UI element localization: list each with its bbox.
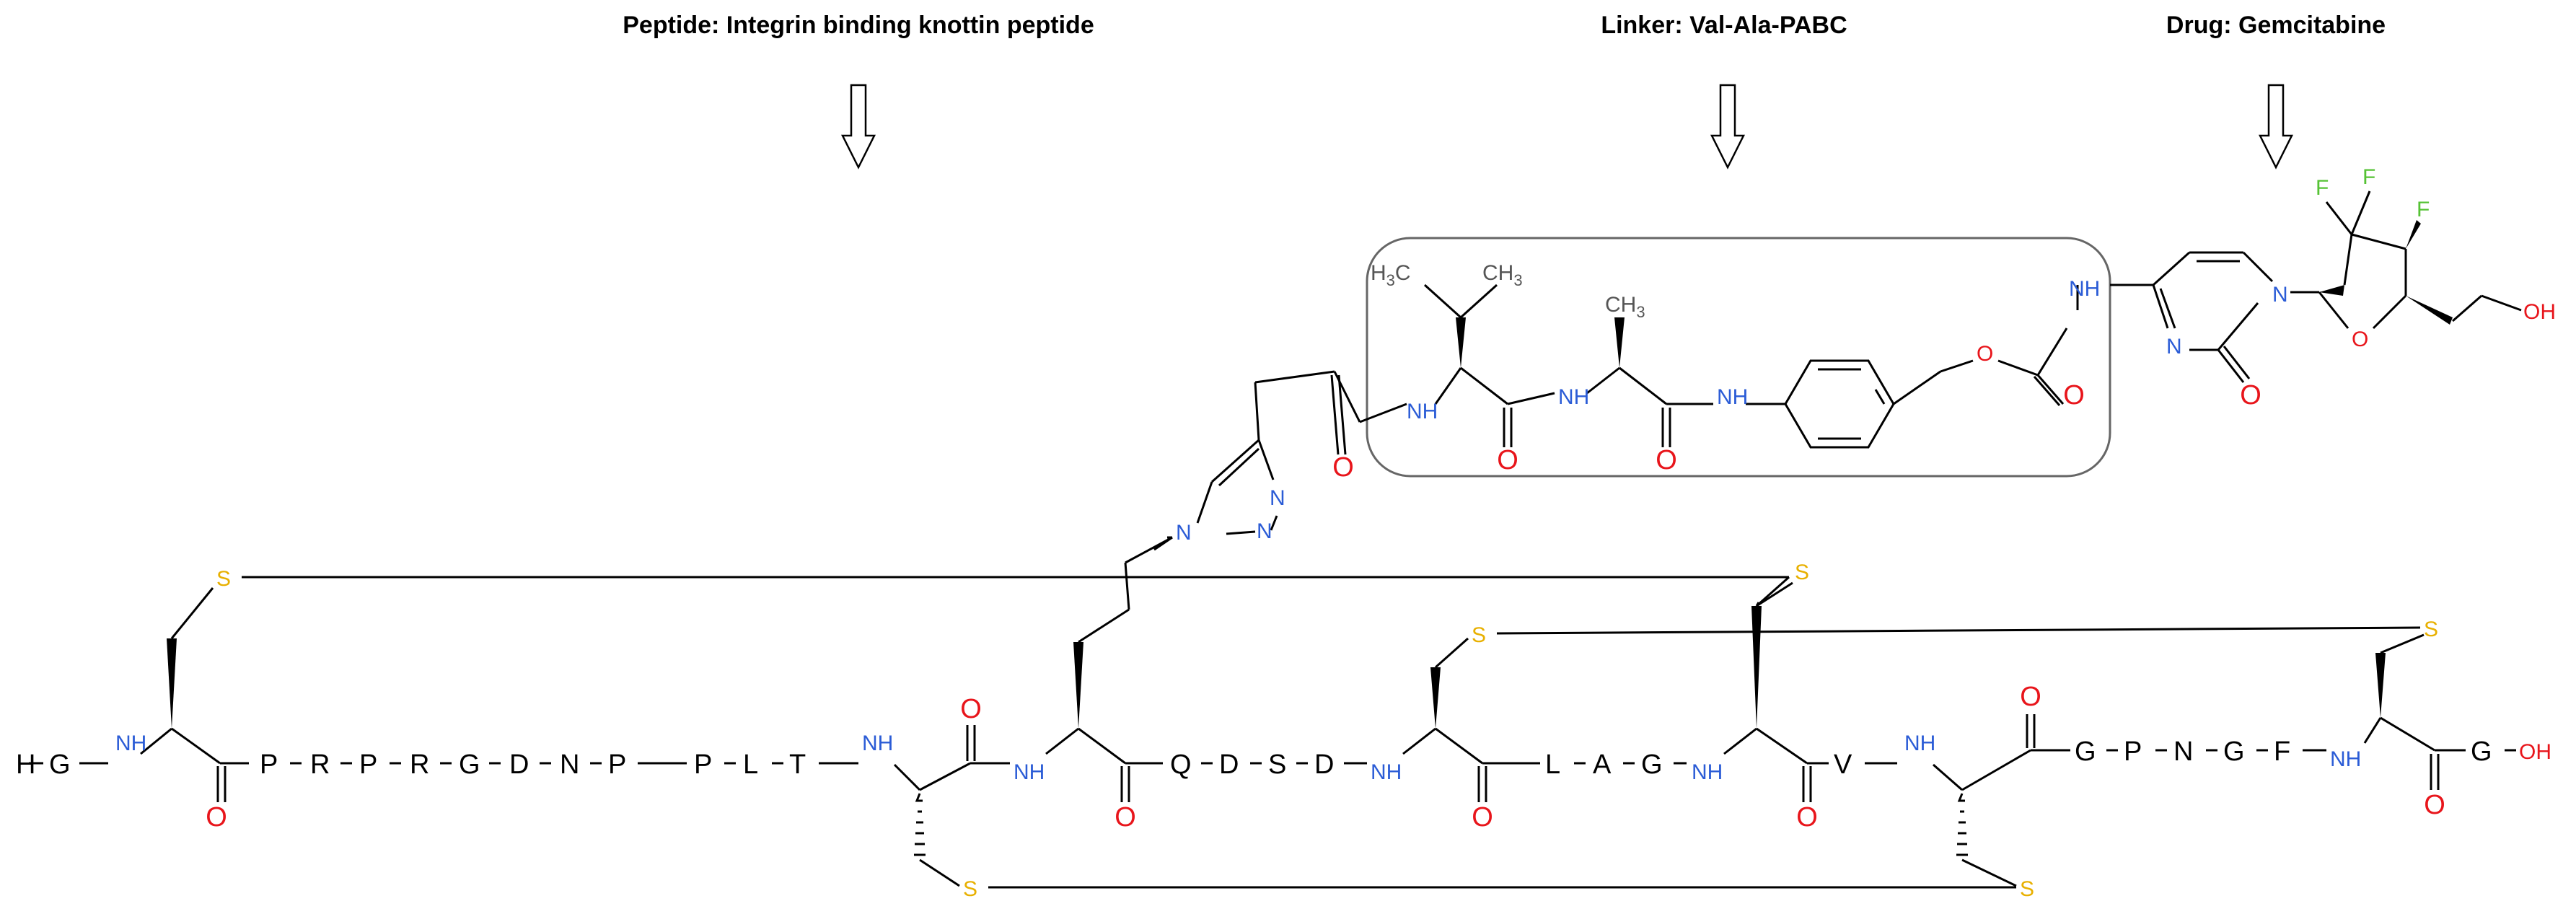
carbonyl-o-7: O <box>2424 790 2445 820</box>
amide-nh-5: NH <box>1692 760 1723 784</box>
sulfur-5: S <box>963 877 977 901</box>
carbonyl-o-6: O <box>2020 682 2041 712</box>
disulfide-bridges <box>242 576 2421 889</box>
arrow-linker-icon <box>1710 84 1746 170</box>
carbonyl-o-2: O <box>960 694 982 724</box>
amide-nh-2: NH <box>862 731 893 755</box>
residue-d1: D <box>509 750 529 780</box>
val-ala-pabc-bonds <box>1423 284 2079 449</box>
carbonyl-o-1: O <box>206 802 227 832</box>
arrow-peptide-icon <box>840 84 876 170</box>
ala-ch3: CH3 <box>1605 293 1645 321</box>
residue-r1: R <box>310 750 330 780</box>
gemcitabine-labels: N N O O F F F OH <box>2166 165 2556 410</box>
carbamate-carbonyl-o: O <box>2063 380 2085 410</box>
gem-f3: F <box>2417 198 2430 221</box>
triazole-n2: N <box>1257 519 1272 543</box>
val-h3c: H3C <box>1371 261 1411 289</box>
residue-d2: D <box>1219 750 1239 780</box>
backbone-bonds <box>29 536 2516 887</box>
val-nh: NH <box>1407 400 1438 423</box>
residue-g3: G <box>1641 750 1663 780</box>
residue-g1: G <box>49 750 71 780</box>
ala-carbonyl-o: O <box>1656 445 1677 475</box>
header-linker: Linker: Val-Ala-PABC <box>1601 12 1847 39</box>
carbonyl-o-5: O <box>1796 802 1818 832</box>
header-drug: Drug: Gemcitabine <box>2166 12 2386 39</box>
carbamate-o: O <box>1977 342 1993 366</box>
carbamate-nh: NH <box>2069 277 2100 301</box>
pabc-nh: NH <box>1717 385 1748 409</box>
residue-t1: T <box>789 750 806 780</box>
residue-q1: Q <box>1170 750 1192 780</box>
residue-g2: G <box>459 750 480 780</box>
gem-ring-o: O <box>2352 328 2368 351</box>
sulfur-3: S <box>1472 623 1486 647</box>
residue-l2: L <box>1545 750 1560 780</box>
residue-n1: N <box>560 750 579 780</box>
gem-n3: N <box>2166 335 2182 359</box>
residue-s1: S <box>1268 750 1286 780</box>
residue-r2: R <box>410 750 429 780</box>
residue-g4: G <box>2075 737 2096 767</box>
carbonyl-o-3: O <box>1115 802 1136 832</box>
sulfur-4: S <box>2424 618 2438 641</box>
residue-p1: P <box>260 750 278 780</box>
triazole-n1: N <box>1176 521 1192 545</box>
amide-nh-3: NH <box>1014 760 1045 784</box>
amide-nh-4: NH <box>1371 760 1402 784</box>
gem-n1: N <box>2272 283 2288 307</box>
residue-f1: F <box>2274 737 2290 767</box>
gem-f1: F <box>2316 176 2329 200</box>
triazole-linker-bonds <box>1153 370 1407 551</box>
residue-p2: P <box>359 750 377 780</box>
residue-p4: P <box>694 750 712 780</box>
sulfur-6: S <box>2020 877 2034 901</box>
residue-p3: P <box>608 750 626 780</box>
gem-oh: OH <box>2523 300 2556 324</box>
residue-n2: N <box>2173 737 2193 767</box>
gem-carbonyl-o: O <box>2240 380 2261 410</box>
residue-v1: V <box>1834 750 1852 780</box>
triazole-n3: N <box>1270 486 1285 510</box>
residue-g6: G <box>2471 737 2492 767</box>
residue-d3: D <box>1314 750 1334 780</box>
gem-f2: F <box>2362 165 2375 189</box>
linker-highlight-box <box>1366 237 2111 478</box>
residue-p5: P <box>2124 737 2142 767</box>
chain-labels: H G NH O P R P R G D N P P L T NH O NH O… <box>16 682 2551 832</box>
val-carbonyl-o: O <box>1497 445 1518 475</box>
residue-g5: G <box>2223 737 2245 767</box>
h-terminus: H <box>16 750 35 780</box>
residue-a1: A <box>1593 750 1612 780</box>
gemcitabine-bonds <box>2110 190 2522 383</box>
amide-nh-6: NH <box>1904 731 1935 755</box>
amide-nh-7: NH <box>2330 747 2361 771</box>
ala-nh: NH <box>1558 385 1589 409</box>
c-terminus-oh: OH <box>2519 740 2551 764</box>
carbonyl-o-4: O <box>1472 802 1493 832</box>
sulfur-atoms: S S S S S S <box>216 561 2438 901</box>
sulfur-1: S <box>216 567 231 591</box>
amide-nh-1: NH <box>115 731 146 755</box>
val-ch3: CH3 <box>1482 261 1523 289</box>
header-peptide: Peptide: Integrin binding knottin peptid… <box>623 12 1094 39</box>
linker-carbonyl-o: O <box>1332 452 1354 483</box>
linker-labels: N N N O NH H3C CH3 O NH CH3 O NH O O NH <box>1176 261 2100 545</box>
sulfur-2: S <box>1795 561 1809 584</box>
arrow-drug-icon <box>2258 84 2294 170</box>
residue-l1: L <box>743 750 758 780</box>
